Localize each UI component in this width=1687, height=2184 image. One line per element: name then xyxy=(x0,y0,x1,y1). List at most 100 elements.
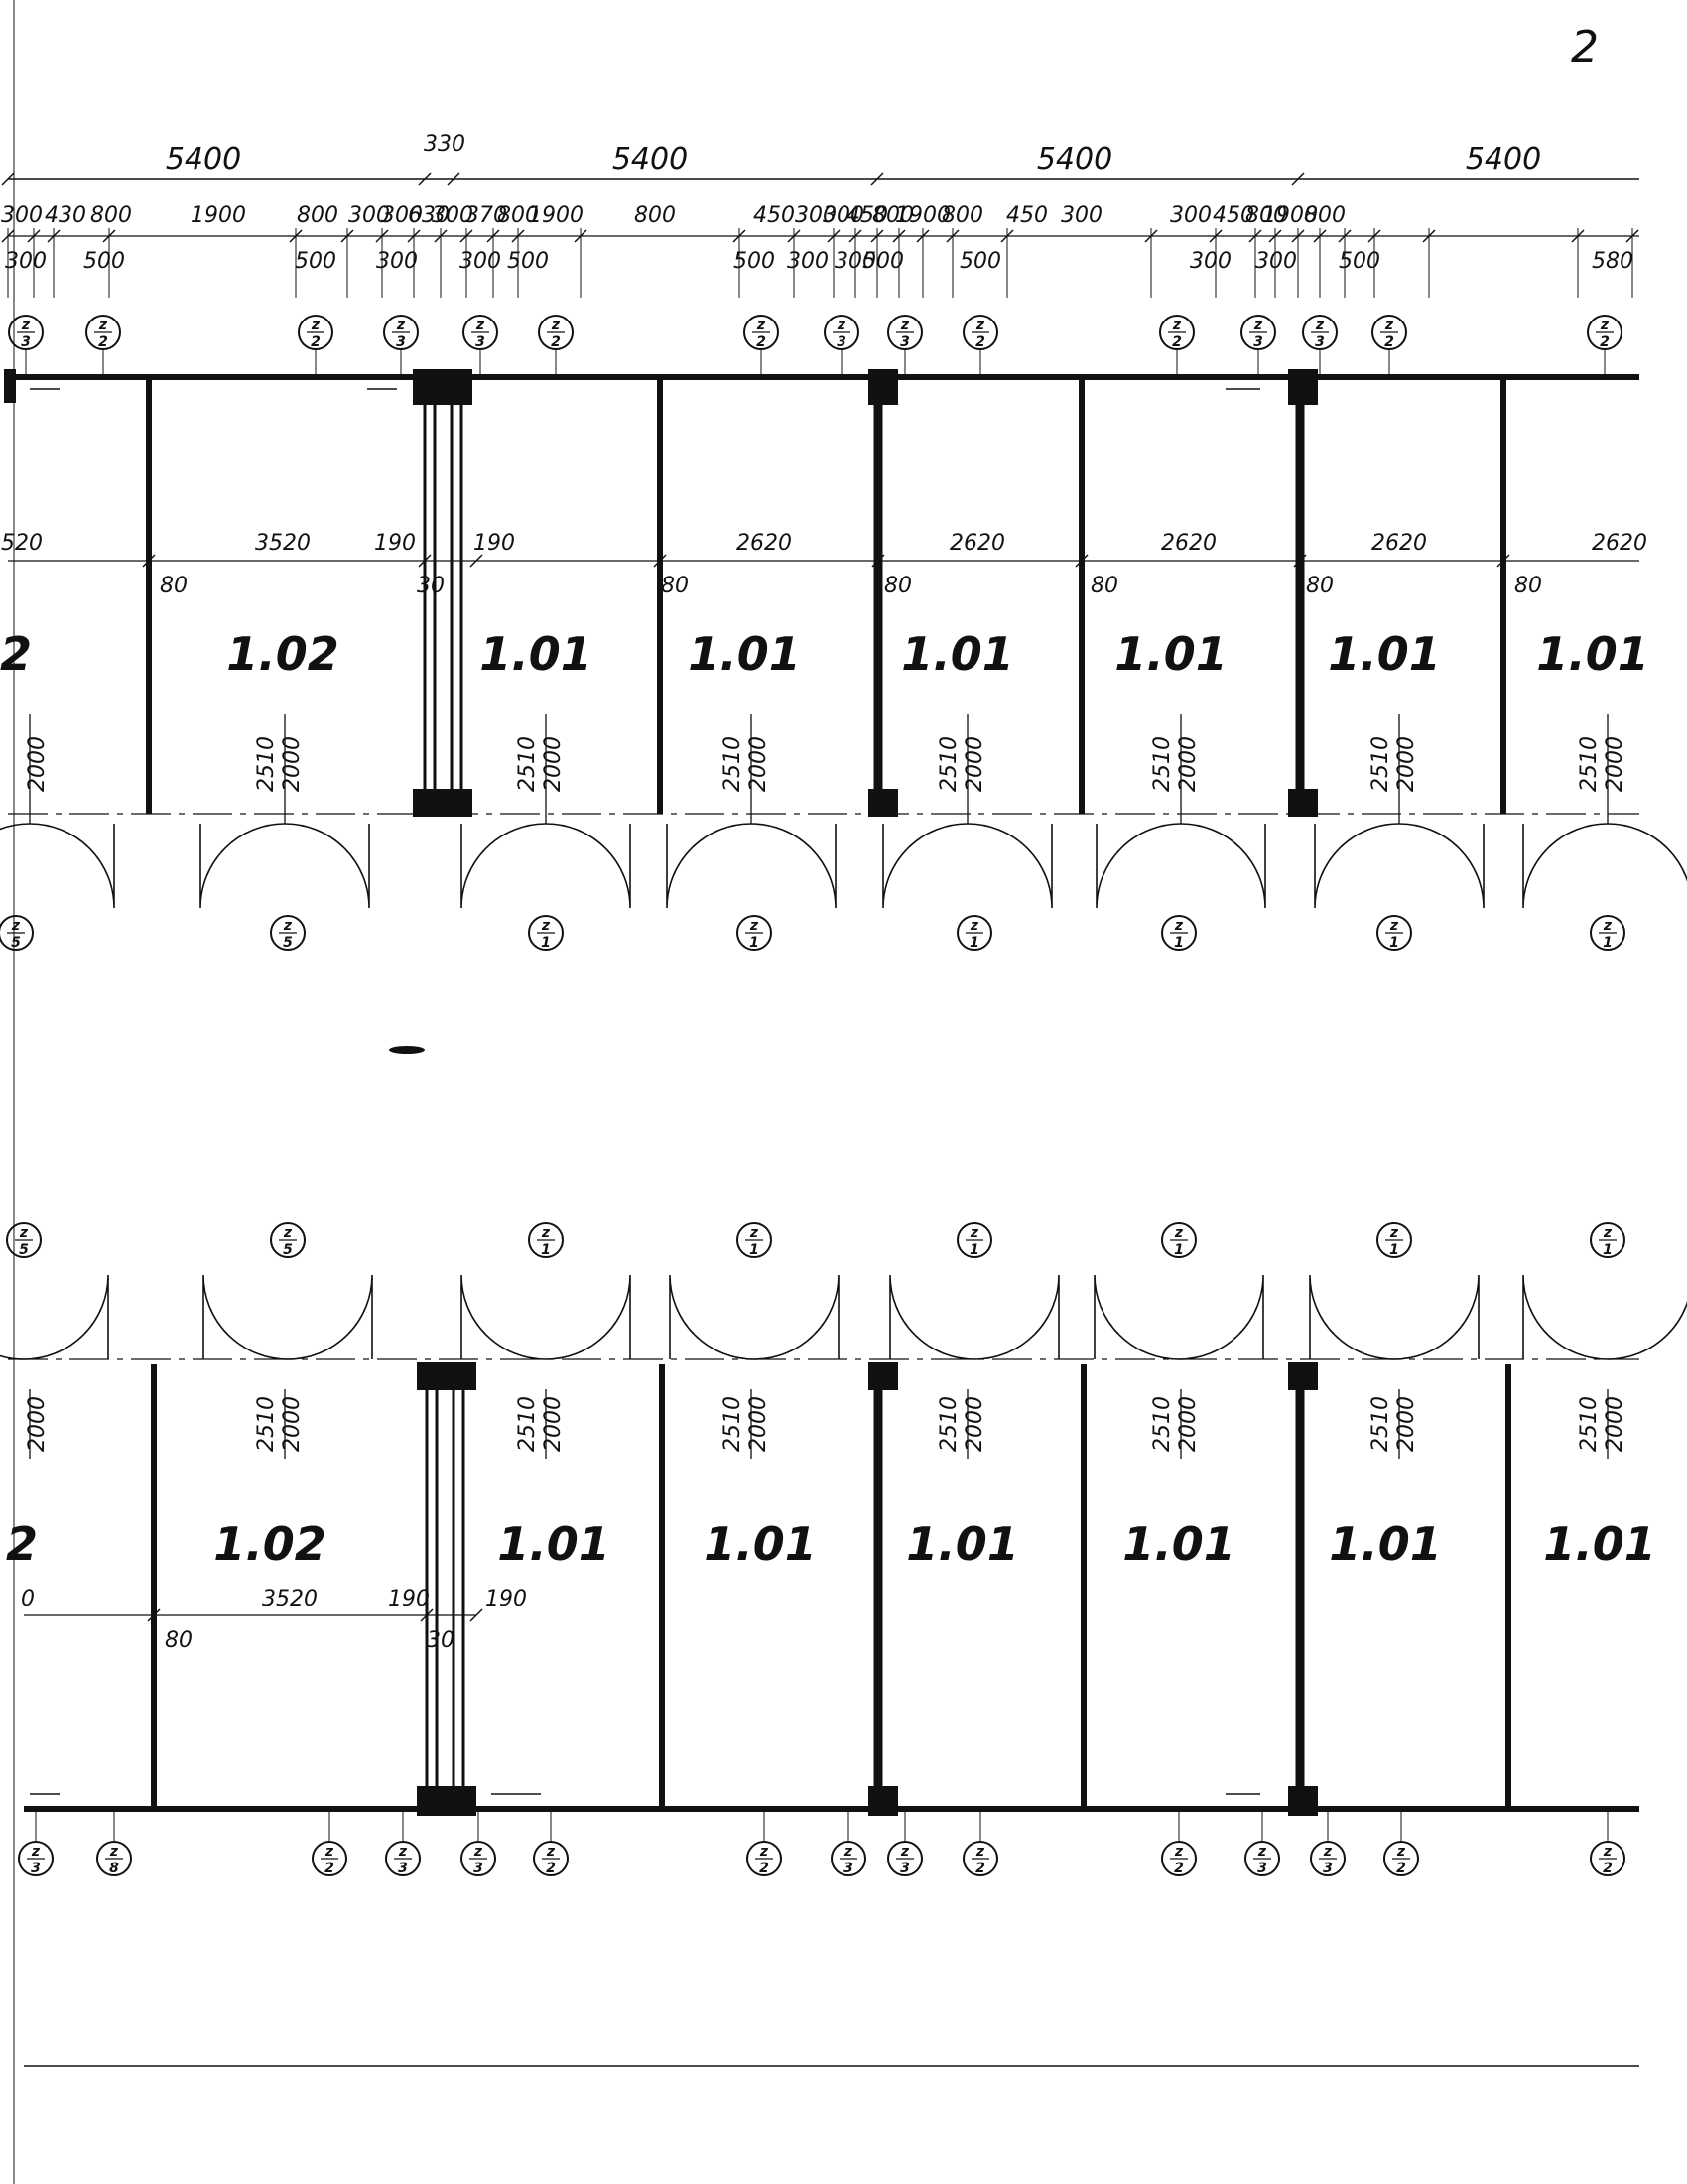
element-tag-type: z xyxy=(396,318,406,333)
element-tag-type: z xyxy=(311,318,321,333)
room-width-dimension: 2620 xyxy=(1371,531,1427,556)
door-height-dimension: 2000 xyxy=(25,736,50,792)
structural-column xyxy=(868,789,898,817)
room-number: 1.01 xyxy=(1114,627,1228,681)
element-tag-number: 2 xyxy=(1396,1861,1406,1876)
room-number: 1.01 xyxy=(1328,627,1441,681)
door-width-dimension: 2510 xyxy=(937,1396,962,1452)
door-height-dimension: 2000 xyxy=(541,1396,566,1452)
element-tag-type: z xyxy=(1174,1225,1184,1241)
ink-mark xyxy=(389,1046,425,1054)
element-tag-type: z xyxy=(759,1844,769,1860)
door-width-dimension: 2510 xyxy=(1150,1396,1175,1452)
element-tag-circle xyxy=(528,1222,564,1258)
door-width-dimension: 2510 xyxy=(254,1396,279,1452)
element-tag-number: 5 xyxy=(11,935,21,951)
door-width-dimension: 2510 xyxy=(1368,736,1393,792)
opening-dimension: 450 xyxy=(846,203,888,228)
element-tag-number: 1 xyxy=(1174,1242,1184,1258)
door-swing-right-leaf xyxy=(545,1274,631,1360)
room-width-dimension: 2620 xyxy=(736,531,792,556)
element-tag-circle xyxy=(746,1841,782,1876)
door-height-dimension: 2000 xyxy=(1603,736,1627,792)
element-tag-type: z xyxy=(1384,318,1394,333)
wall-thickness-dimension: 80 xyxy=(661,574,689,598)
element-tag-type: z xyxy=(1603,918,1613,934)
element-tag-type: z xyxy=(19,1225,29,1241)
opening-dimension: 430 xyxy=(45,203,86,228)
door-height-dimension: 2000 xyxy=(1394,736,1419,792)
opening-dimension: 500 xyxy=(733,249,775,274)
column-gap-dimension: 330 xyxy=(424,132,465,157)
element-tag-number: 2 xyxy=(1172,334,1182,350)
wall-thickness-dimension: 80 xyxy=(1091,574,1118,598)
element-tag-number: 1 xyxy=(749,935,759,951)
room-number: 1.01 xyxy=(497,1517,610,1571)
opening-dimension: 300 xyxy=(1255,249,1297,274)
element-tag-circle xyxy=(1590,1222,1625,1258)
room-number: 1.01 xyxy=(1536,627,1649,681)
element-tag-type: z xyxy=(970,918,979,934)
element-tag-type: z xyxy=(749,918,759,934)
room-number: 1.01 xyxy=(1122,1517,1235,1571)
element-tag-number: 2 xyxy=(546,1861,556,1876)
door-swing-right-leaf xyxy=(1607,823,1687,882)
dimension-tick xyxy=(420,1608,434,1622)
element-tag-type: z xyxy=(1396,1844,1406,1860)
door-swing-right-leaf xyxy=(287,1274,373,1360)
opening-dimension: 500 xyxy=(83,249,125,274)
door-swing-right-leaf xyxy=(284,823,370,909)
door-swing-right-leaf xyxy=(1398,823,1485,909)
door-swing-left-leaf xyxy=(0,1354,25,1360)
room-width-dimension: 190 xyxy=(485,1587,527,1611)
room-width-dimension: 520 xyxy=(1,531,43,556)
element-tag-circle xyxy=(270,915,306,951)
element-tag-number: 1 xyxy=(541,1242,551,1258)
door-height-dimension: 2000 xyxy=(280,1396,305,1452)
element-tag-type: z xyxy=(1172,318,1182,333)
room-width-dimension: 0 xyxy=(21,1587,35,1611)
element-tag-type: z xyxy=(473,1844,483,1860)
wall-thickness-dimension: 80 xyxy=(1306,574,1334,598)
opening-dimension: 800 xyxy=(297,203,338,228)
element-tag-circle xyxy=(1383,1841,1419,1876)
element-tag-number: 5 xyxy=(19,1242,29,1258)
opening-dimension: 300 xyxy=(835,249,876,274)
element-tag-number: 1 xyxy=(1603,935,1613,951)
end-column xyxy=(4,369,16,403)
element-tag-type: z xyxy=(1600,318,1610,333)
element-tag-number: 2 xyxy=(975,334,985,350)
door-width-dimension: 2510 xyxy=(515,736,540,792)
opening-dimension: 300 xyxy=(381,203,423,228)
element-tag-number: 3 xyxy=(398,1861,408,1876)
door-swing-left-leaf xyxy=(460,1274,547,1360)
door-width-dimension: 2510 xyxy=(254,736,279,792)
dimension-tick xyxy=(1291,172,1305,186)
wall-thickness-dimension: 80 xyxy=(1514,574,1542,598)
door-swing-right-leaf xyxy=(23,1274,109,1360)
element-tag-number: 2 xyxy=(1384,334,1394,350)
door-height-dimension: 2000 xyxy=(746,1396,771,1452)
element-tag-number: 5 xyxy=(283,935,293,951)
element-tag-circle xyxy=(18,1841,54,1876)
element-tag-number: 2 xyxy=(1174,1861,1184,1876)
room-width-dimension: 2620 xyxy=(1592,531,1647,556)
opening-dimension: 1900 xyxy=(895,203,951,228)
element-tag-number: 1 xyxy=(1389,935,1399,951)
element-tag-number: 3 xyxy=(396,334,406,350)
door-swing-left-leaf xyxy=(669,1274,755,1360)
room-width-dimension: 3520 xyxy=(262,1587,318,1611)
element-tag-circle xyxy=(1161,1841,1197,1876)
door-swing-right-leaf xyxy=(973,1274,1060,1360)
element-tag-type: z xyxy=(975,318,985,333)
element-tag-number: 3 xyxy=(900,334,910,350)
room-number: 1.01 xyxy=(479,627,592,681)
opening-dimension: 800 xyxy=(634,203,676,228)
opening-dimension: 500 xyxy=(862,249,904,274)
room-number: 1.01 xyxy=(1329,1517,1442,1571)
opening-dimension: 800 xyxy=(872,203,914,228)
opening-dimension: 580 xyxy=(1592,249,1633,274)
room-number: 2 xyxy=(0,627,32,681)
door-swing-right-leaf xyxy=(1607,1301,1687,1360)
